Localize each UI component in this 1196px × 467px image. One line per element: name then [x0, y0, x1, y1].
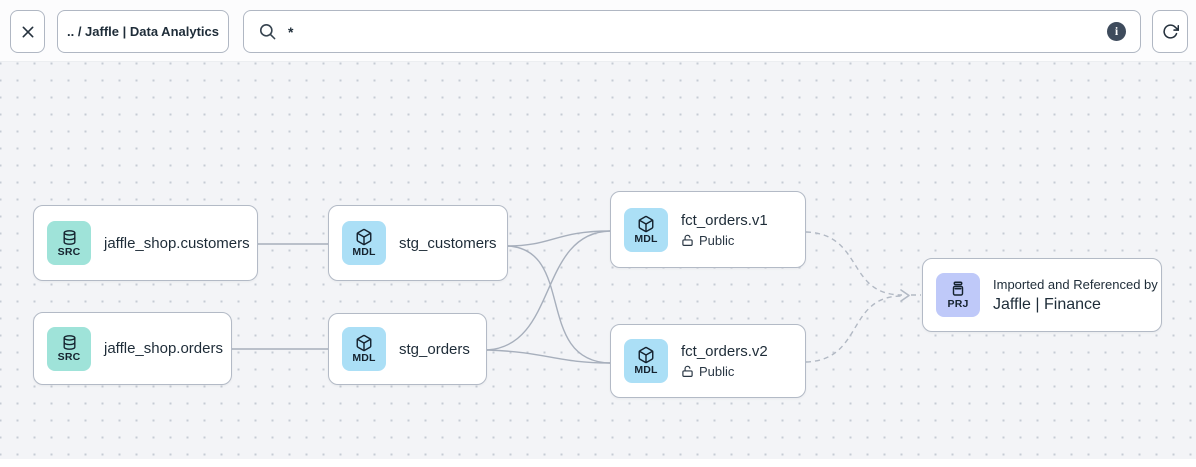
node-project-jaffle-finance[interactable]: PRJ Imported and Referenced by Jaffle | … — [922, 258, 1162, 332]
source-badge: SRC — [47, 326, 91, 371]
database-icon — [63, 229, 75, 245]
breadcrumb-label: .. / Jaffle | Data Analytics — [67, 24, 219, 39]
badge-label: SRC — [57, 245, 81, 258]
node-fct-orders-v2[interactable]: MDL fct_orders.v2 Public — [610, 324, 806, 398]
refresh-button[interactable] — [1152, 10, 1188, 53]
search-icon — [259, 23, 276, 40]
badge-label: MDL — [634, 364, 658, 377]
access-label: Public — [699, 232, 735, 248]
node-jaffle-shop-orders[interactable]: SRC jaffle_shop.orders — [33, 312, 232, 385]
model-badge: MDL — [342, 327, 386, 371]
edge-stg-orders-to-fct-orders-v2 — [486, 349, 611, 364]
access-row: Public — [681, 364, 768, 379]
node-label: jaffle_shop.orders — [104, 340, 223, 357]
lineage-canvas[interactable]: SRC jaffle_shop.customers SRC jaffle_sho… — [0, 61, 1196, 467]
refresh-icon — [1162, 24, 1179, 39]
database-icon — [63, 335, 75, 351]
edge-stg-customers-to-fct-orders-v1 — [507, 230, 611, 247]
node-text-column: fct_orders.v1 Public — [681, 212, 768, 248]
node-label: jaffle_shop.customers — [104, 234, 250, 252]
edge-fct-orders-v2-to-project — [805, 295, 903, 363]
unlock-icon — [682, 234, 693, 246]
node-fct-orders-v1[interactable]: MDL fct_orders.v1 Public — [610, 191, 806, 268]
archive-box-icon — [952, 281, 964, 296]
node-label: fct_orders.v1 — [681, 211, 768, 229]
breadcrumb[interactable]: .. / Jaffle | Data Analytics — [57, 10, 229, 53]
project-name: Jaffle | Finance — [993, 295, 1101, 313]
model-badge: MDL — [624, 207, 668, 252]
top-toolbar: .. / Jaffle | Data Analytics i — [0, 0, 1196, 62]
close-button[interactable] — [10, 10, 45, 53]
canvas-bottom-edge — [0, 459, 1196, 467]
info-icon[interactable]: i — [1107, 22, 1126, 41]
badge-label: MDL — [352, 352, 376, 365]
close-icon — [22, 26, 33, 37]
search-box[interactable]: i — [243, 10, 1141, 53]
cube-icon — [356, 335, 372, 352]
lineage-edges — [232, 230, 921, 364]
node-stg-orders[interactable]: MDL stg_orders — [328, 313, 487, 385]
badge-label: PRJ — [947, 298, 969, 311]
model-badge: MDL — [624, 339, 668, 383]
search-input[interactable] — [288, 23, 1096, 40]
node-stg-customers[interactable]: MDL stg_customers — [328, 205, 508, 281]
node-jaffle-shop-customers[interactable]: SRC jaffle_shop.customers — [33, 205, 258, 281]
model-badge: MDL — [342, 221, 386, 265]
project-relation-label: Imported and Referenced by — [993, 276, 1158, 292]
access-label: Public — [699, 364, 735, 379]
cube-icon — [638, 347, 654, 364]
edge-stg-orders-to-fct-orders-v1 — [486, 230, 611, 351]
edge-fct-orders-v1-to-project — [805, 231, 903, 296]
node-text-column: fct_orders.v2 Public — [681, 343, 768, 379]
node-label: stg_customers — [399, 234, 497, 252]
badge-label: MDL — [352, 246, 376, 259]
node-label: stg_orders — [399, 340, 470, 358]
access-row: Public — [681, 233, 768, 248]
source-badge: SRC — [47, 221, 91, 265]
unlock-icon — [682, 365, 693, 377]
cube-icon — [356, 229, 372, 246]
cube-icon — [638, 215, 654, 233]
edge-stg-customers-to-fct-orders-v2 — [507, 245, 611, 364]
project-badge: PRJ — [936, 273, 980, 317]
badge-label: SRC — [57, 351, 81, 364]
node-text-column: Imported and Referenced by Jaffle | Fina… — [993, 277, 1158, 314]
node-label: fct_orders.v2 — [681, 343, 768, 360]
badge-label: MDL — [634, 232, 658, 245]
edge-arrowhead-icon — [900, 289, 910, 302]
